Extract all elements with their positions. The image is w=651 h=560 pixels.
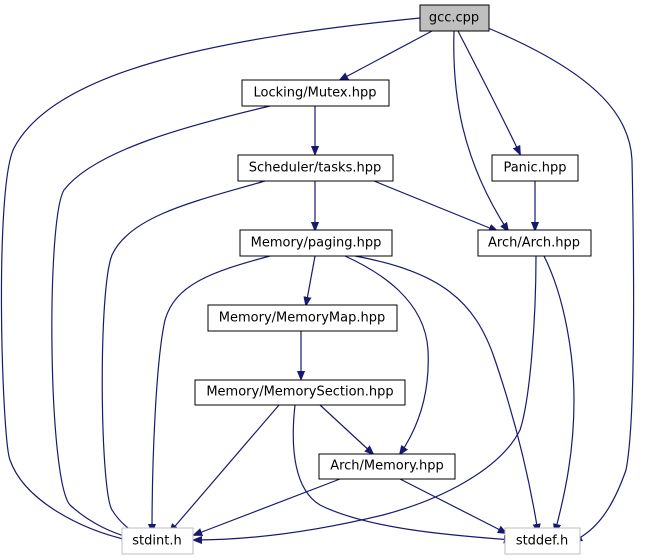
edge-arch-to-stdint [194,255,537,540]
edge-paging-to-archmem [344,255,429,454]
node-label: Arch/Arch.hpp [488,236,580,251]
node-panic[interactable]: Panic.hpp [491,154,579,182]
edge-paging-to-stddef [354,255,538,532]
edge-gcc-to-stddef [487,27,635,541]
node-memory-paging[interactable]: Memory/paging.hpp [239,229,393,257]
edge-paging-to-stdint [152,255,271,532]
node-label: gcc.cpp [429,11,479,26]
node-label: Memory/paging.hpp [251,236,382,251]
node-label: Memory/MemoryMap.hpp [219,311,385,326]
node-arch-memory[interactable]: Arch/Memory.hpp [318,453,456,480]
node-gcc-cpp[interactable]: gcc.cpp [419,4,490,32]
node-stdint-h[interactable]: stdint.h [121,527,194,555]
edge-mutex-to-stdint [51,105,271,538]
node-label: Locking/Mutex.hpp [253,86,376,101]
edge-archmem-to-stddef [399,478,506,533]
node-memory-memorymap[interactable]: Memory/MemoryMap.hpp [207,304,398,332]
node-label: stddef.h [516,534,568,549]
edge-tasks-to-stdint [101,180,266,536]
edge-paging-to-memmap [306,255,316,305]
node-label: Memory/MemorySection.hpp [206,385,393,400]
edge-memsection-to-archmem [319,404,373,454]
node-memory-memorysection[interactable]: Memory/MemorySection.hpp [194,379,406,406]
node-label: stdint.h [132,534,181,549]
edge-gcc-to-arch [453,30,508,231]
edge-gcc-to-panic [457,30,520,154]
edges-group [0,17,635,541]
node-label: Scheduler/tasks.hpp [249,161,381,176]
nodes-group: gcc.cpp Locking/Mutex.hpp Scheduler/task… [121,4,592,555]
node-locking-mutex[interactable]: Locking/Mutex.hpp [241,79,390,107]
node-label: Panic.hpp [503,161,566,176]
edge-arch-to-stddef [543,255,575,532]
edge-tasks-to-arch [373,180,497,231]
edge-memsection-to-stddef [292,404,512,540]
node-label: Arch/Memory.hpp [330,459,444,474]
node-arch-arch[interactable]: Arch/Arch.hpp [477,229,592,257]
edge-gcc-to-stdint [0,17,421,541]
edge-archmem-to-stdint [194,478,341,535]
node-scheduler-tasks[interactable]: Scheduler/tasks.hpp [237,154,394,182]
edge-gcc-to-mutex [340,30,433,80]
edge-memsection-to-stdint [170,404,280,532]
node-stddef-h[interactable]: stddef.h [504,527,581,555]
